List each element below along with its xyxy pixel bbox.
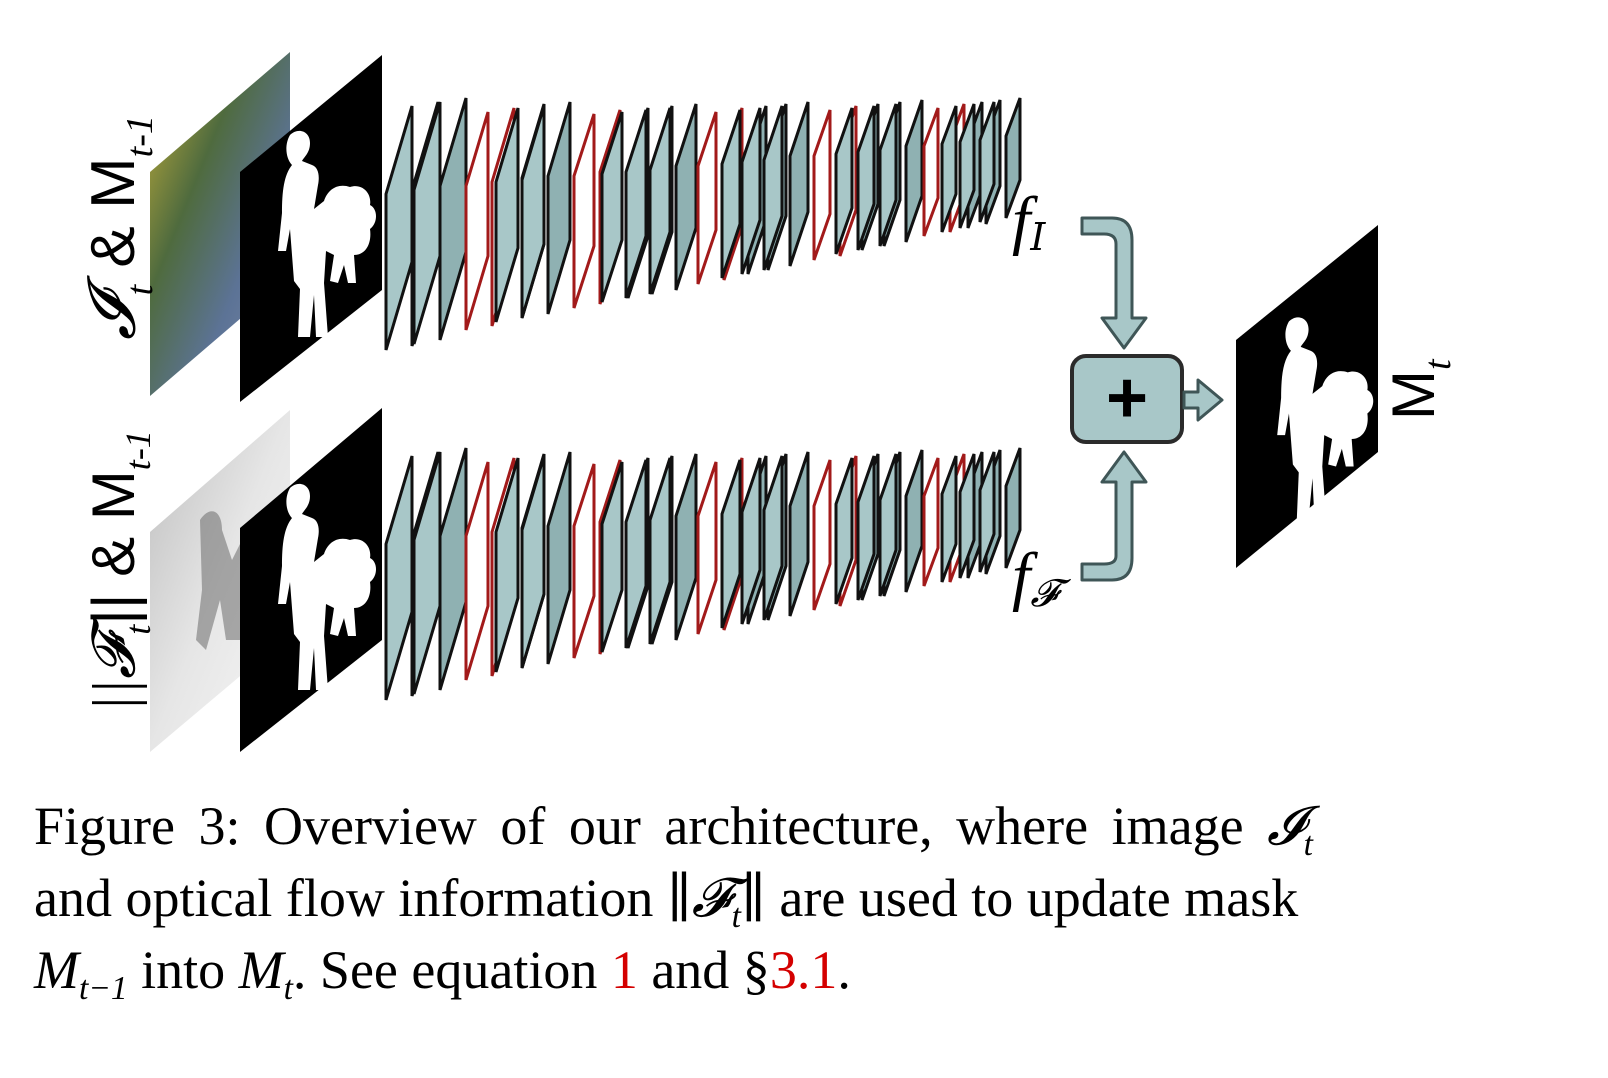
caption-line-1: Figure 3: Overview of our architecture, … xyxy=(34,790,1534,862)
fusion-plus-symbol: + xyxy=(1106,358,1148,438)
caption-text-see: . See equation xyxy=(292,940,611,1000)
image-stack-conv-layer-17 xyxy=(878,99,924,247)
feature-label-image: f𝐼 xyxy=(1012,184,1046,259)
rgb-input-frame xyxy=(150,52,290,396)
architecture-diagram: 𝓘t & Mt-1 ||𝓕t|| & Mt-1 f𝐼 f𝓕 + Mt xyxy=(76,52,1459,752)
caption-mask-prev: M xyxy=(34,940,79,1000)
arrow-fusion-to-output xyxy=(1182,378,1224,422)
flow-stack-conv-layer-5 xyxy=(520,451,572,669)
caption-text-2a: and optical flow information xyxy=(34,868,667,928)
caption-sub-t1: t xyxy=(1303,825,1313,863)
fusion-block xyxy=(1070,354,1184,444)
image-stack-conv-layer-13 xyxy=(762,101,810,271)
output-label: Mt xyxy=(1380,358,1459,420)
flow-stack-conv-layer-21 xyxy=(978,447,1022,573)
equation-ref-link[interactable]: 1 xyxy=(610,940,638,1000)
caption-mask-curr: M xyxy=(238,940,284,1000)
caption-text-1a: Figure 3: Overview of our architecture, … xyxy=(34,796,1268,856)
arrow-flow-to-fusion xyxy=(1080,450,1148,582)
image-stack-conv-layer-5 xyxy=(520,101,572,319)
section-ref-link[interactable]: 3.1 xyxy=(769,940,838,1000)
caption-sub-t-1: t−1 xyxy=(78,969,128,1007)
caption-symbol-image: 𝓘 xyxy=(1267,796,1304,856)
caption-sub-t2: t xyxy=(731,897,741,935)
caption-text-2b: ∥ are used to update mask xyxy=(740,868,1299,928)
input-label-bottom: ||𝓕t|| & Mt-1 xyxy=(80,430,158,712)
caption-text-end: . xyxy=(837,940,851,1000)
caption-text-and: and § xyxy=(637,940,770,1000)
encoder-stack-flow xyxy=(384,447,1022,701)
image-stack-conv-layer-2 xyxy=(412,97,468,345)
flow-stack-conv-layer-9 xyxy=(648,453,698,645)
input-label-top: 𝓘t & Mt-1 xyxy=(76,115,161,340)
image-stack-conv-layer-21 xyxy=(978,97,1022,223)
flow-stack-conv-layer-17 xyxy=(878,449,924,597)
caption-text-into: into xyxy=(127,940,239,1000)
figure-caption: Figure 3: Overview of our architecture, … xyxy=(34,790,1534,1006)
arrow-image-to-fusion xyxy=(1080,216,1148,350)
caption-line-2: and optical flow information ∥𝓕t∥ are us… xyxy=(34,862,1534,934)
caption-line-3: Mt−1 into Mt. See equation 1 and §3.1. xyxy=(34,934,1534,1006)
feature-label-flow: f𝓕 xyxy=(1012,540,1071,615)
image-stack-conv-layer-9 xyxy=(648,103,698,295)
caption-sub-t3: t xyxy=(283,969,293,1007)
flow-stack-conv-layer-13 xyxy=(762,451,810,621)
caption-symbol-flow: ∥𝓕 xyxy=(666,868,732,928)
encoder-stack-image xyxy=(384,97,1022,351)
flow-stack-conv-layer-2 xyxy=(412,447,468,695)
